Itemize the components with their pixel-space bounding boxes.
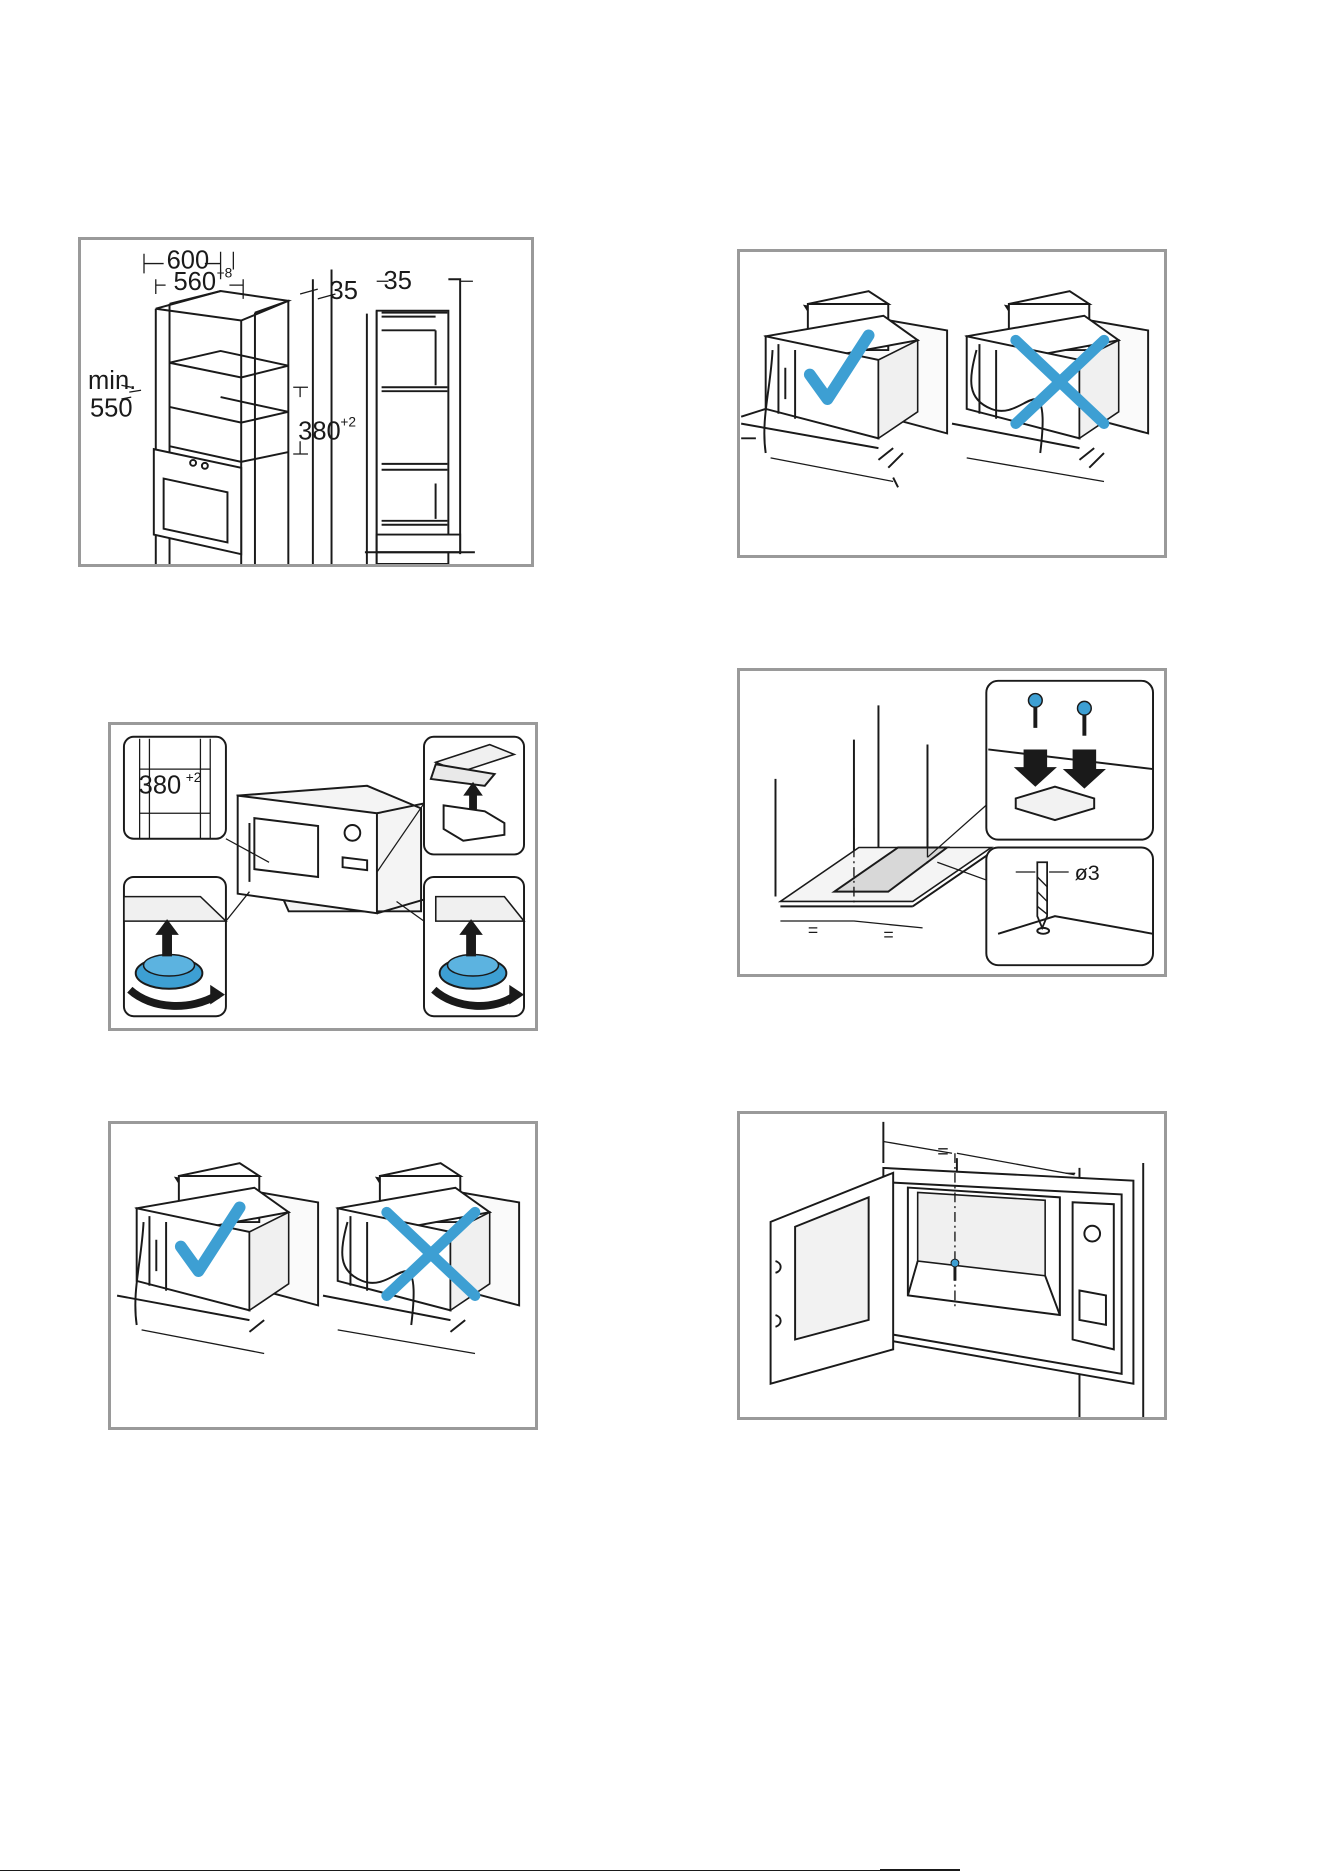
figure-cable-routing-bottom [108, 1121, 538, 1430]
dim-min-label: min. [88, 367, 136, 395]
dim-min-value: 550 [90, 395, 133, 423]
figure-bracket-drilling: = = ø3 [737, 668, 1167, 977]
footer-rule [0, 1870, 960, 1871]
equal-sign-left: = [937, 1141, 948, 1163]
final-centering-drawing: = = [740, 1114, 1164, 1417]
figure-mount-frame-install: 380 +2 [108, 722, 538, 1031]
drill-diameter: ø3 [1075, 860, 1100, 885]
figure-final-centering: = = [737, 1111, 1167, 1420]
dim-height: 380 [298, 417, 341, 445]
equal-sign-left: = [808, 920, 818, 940]
footer-rule-accent [880, 1869, 960, 1871]
figure-cabinet-dimensions: 600 560 +8 35 min. 550 380 +2 35 [78, 237, 534, 567]
cable-routing-bottom-drawing [111, 1124, 535, 1427]
dim-side-gap: 35 [384, 267, 412, 295]
dim-height-tol: +2 [340, 415, 356, 430]
dim-depth-gap: 35 [330, 277, 358, 305]
mount-frame-install-drawing: 380 +2 [111, 725, 535, 1028]
cabinet-dimensions-drawing: 600 560 +8 35 min. 550 380 +2 35 [81, 240, 531, 564]
dim-width-inner: 560 [173, 268, 216, 296]
dim-width-inner-tol: +8 [217, 265, 233, 280]
equal-sign-right: = [883, 925, 893, 945]
cable-routing-top-drawing [740, 252, 1164, 555]
bracket-drilling-drawing: = = ø3 [740, 671, 1164, 974]
figure-cable-routing-top [737, 249, 1167, 558]
inset-height: 380 [139, 772, 182, 800]
inset-height-tol: +2 [186, 770, 202, 785]
